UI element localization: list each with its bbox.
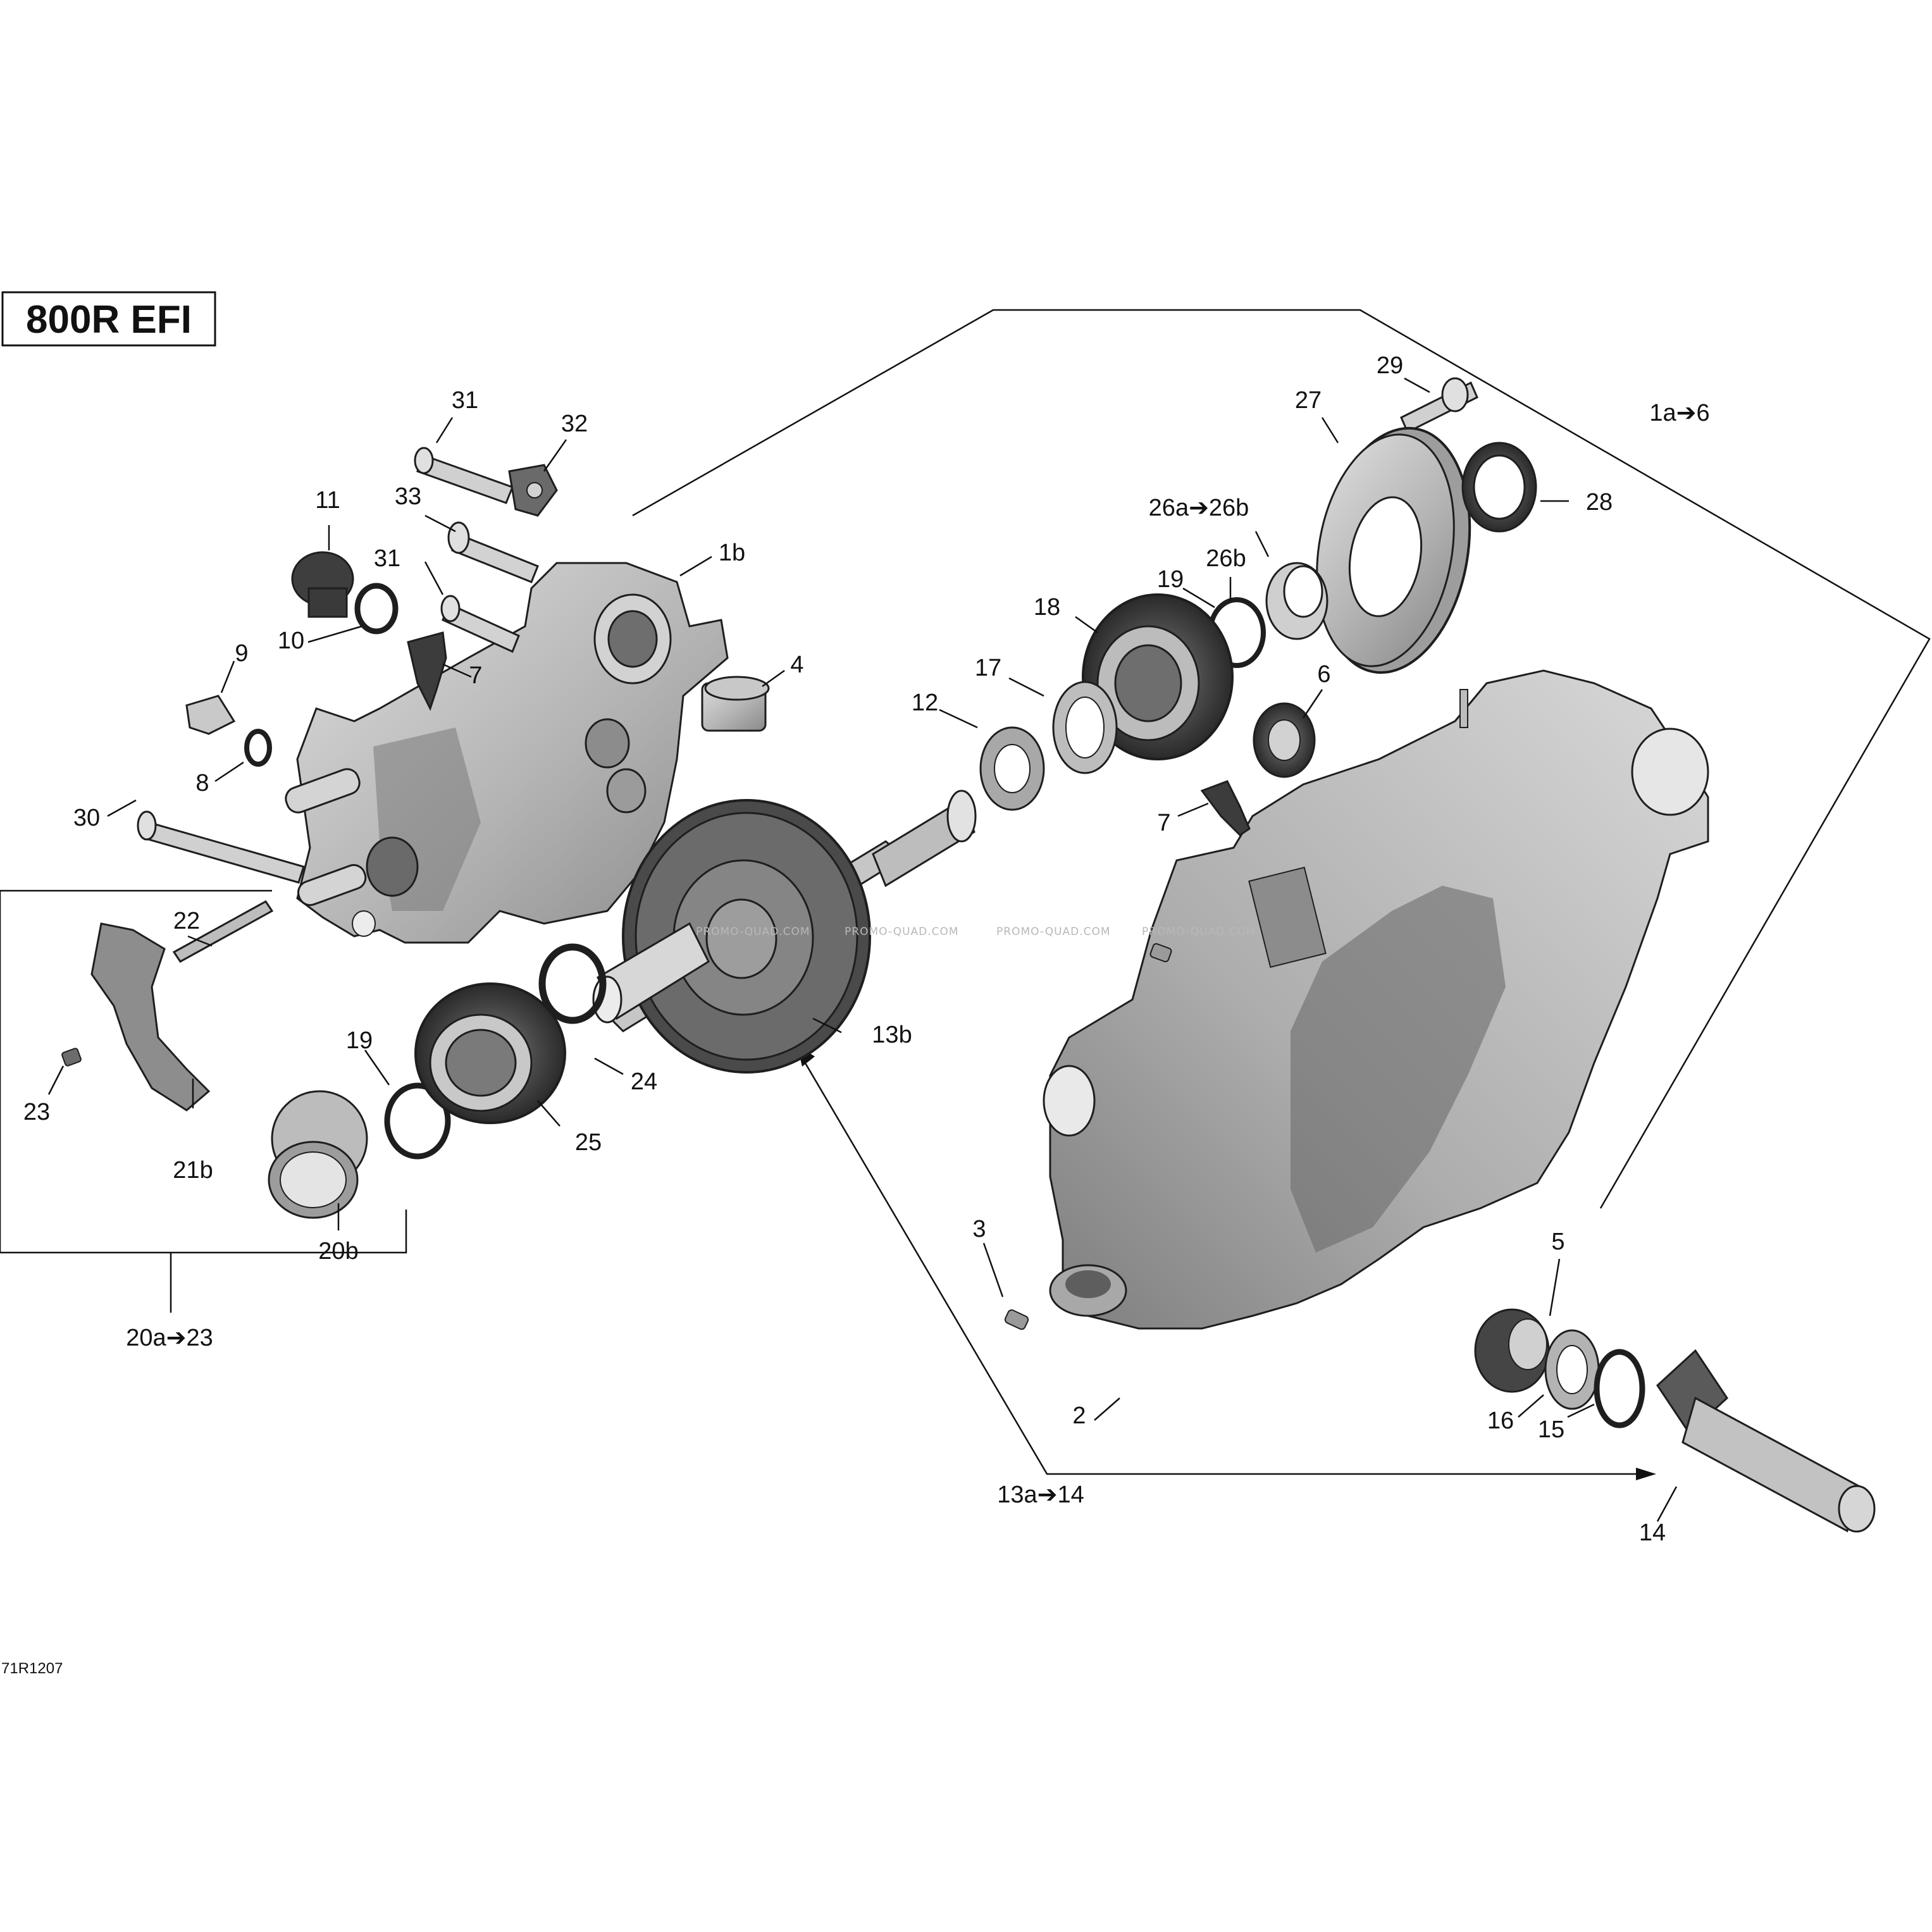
callout-29: 29 [1377, 352, 1403, 379]
left-crankcase-half [285, 562, 729, 944]
bushing-5 [1474, 1308, 1550, 1393]
pin-23 [61, 1048, 82, 1067]
callout-31-upper: 31 [452, 387, 478, 414]
callout-19-left: 19 [346, 1027, 373, 1054]
leader-lines [47, 377, 1678, 1522]
model-badge: 800R EFI [1, 291, 216, 347]
callout-26a-26b: 26a➔26b [1149, 495, 1249, 521]
callout-4: 4 [790, 652, 803, 678]
callout-7-right: 7 [1157, 810, 1170, 836]
arrowhead-14 [1636, 1468, 1656, 1480]
callout-6: 6 [1317, 661, 1330, 688]
sleeve-20b [268, 1090, 368, 1219]
callout-10: 10 [278, 628, 304, 654]
watermark-3: PROMO-QUAD.COM [996, 926, 1111, 938]
plug-9 [185, 695, 236, 735]
ring-24 [538, 943, 607, 1024]
watermark-1: PROMO-QUAD.COM [696, 926, 810, 938]
shift-fork-21b [90, 922, 211, 1112]
callout-21b: 21b [173, 1157, 213, 1184]
washer-12-hole [994, 744, 1031, 793]
shim-17-hole [1065, 697, 1105, 759]
group-bracket-13a-14 [793, 1043, 1651, 1475]
callout-24: 24 [631, 1068, 657, 1095]
callout-31-lower: 31 [374, 545, 400, 572]
group-bracket-1a-6 [632, 309, 1931, 1209]
shim-16-hole [1556, 1345, 1588, 1394]
output-shaft-gear [592, 790, 977, 1074]
bearing-18 [1082, 593, 1234, 760]
drawing-reference: 71R1207 [1, 1660, 63, 1677]
shim-15 [1594, 1349, 1645, 1428]
callout-18: 18 [1034, 594, 1060, 621]
callout-11: 11 [315, 487, 340, 514]
screw-7-right [1200, 780, 1251, 836]
callout-20a-23: 20a➔23 [126, 1325, 213, 1351]
callout-labels: 31 32 33 11 31 1b 10 7 9 4 8 30 22 23 21… [23, 352, 1710, 1546]
callout-8: 8 [195, 770, 209, 796]
callout-12: 12 [912, 690, 938, 716]
washer-8 [244, 729, 272, 767]
callout-32: 32 [561, 411, 588, 437]
callout-1b: 1b [719, 540, 745, 566]
bolt-31-upper [414, 447, 514, 504]
callout-14: 14 [1639, 1520, 1666, 1546]
seal-28 [1461, 442, 1537, 533]
callout-13b: 13b [872, 1022, 912, 1048]
long-bolt-30 [137, 810, 305, 884]
callout-25: 25 [575, 1129, 602, 1156]
callout-5: 5 [1551, 1229, 1564, 1255]
callout-16: 16 [1487, 1408, 1514, 1434]
watermark-2: PROMO-QUAD.COM [845, 926, 959, 938]
callout-19-right: 19 [1157, 566, 1184, 593]
bracket-32 [508, 464, 558, 517]
bearing-25 [414, 982, 566, 1124]
bolt-31-lower [440, 595, 520, 653]
callout-13a-14: 13a➔14 [997, 1482, 1084, 1508]
seal-6 [1253, 702, 1316, 778]
dowel-3 [1004, 1309, 1029, 1330]
bushing-4 [701, 676, 770, 732]
right-crankcase-half [1043, 669, 1709, 1330]
callout-27: 27 [1295, 387, 1322, 414]
callout-33: 33 [395, 483, 421, 510]
callout-28: 28 [1586, 489, 1613, 516]
dowel-upper [1149, 943, 1172, 963]
callout-2: 2 [1072, 1403, 1086, 1429]
callout-23: 23 [23, 1099, 50, 1125]
callout-26b: 26b [1206, 545, 1246, 572]
o-ring-10 [354, 583, 399, 635]
bolt-33 [447, 521, 539, 583]
model-badge-text: 800R EFI [26, 298, 192, 342]
callout-30: 30 [73, 805, 100, 831]
cover-plate-27 [1316, 426, 1471, 674]
callout-7-left: 7 [469, 662, 482, 689]
callout-9: 9 [235, 640, 248, 667]
screw-7-left [407, 631, 447, 711]
callout-17: 17 [975, 655, 1001, 681]
sleeve-26b [1265, 562, 1328, 640]
callout-20b: 20b [318, 1238, 358, 1265]
bolt-29 [1400, 377, 1478, 434]
pin-22 [172, 900, 274, 963]
plug-11 [291, 551, 354, 618]
callout-3: 3 [972, 1216, 986, 1242]
callout-22: 22 [173, 908, 200, 934]
group-bracket-20a-23 [0, 889, 407, 1254]
o-ring-19-left [384, 1082, 451, 1160]
pinion-shaft-14 [1656, 1349, 1876, 1533]
callout-1a-6: 1a➔6 [1649, 400, 1709, 426]
callout-15: 15 [1538, 1416, 1564, 1443]
watermark-4: PROMO-QUAD.COM [1142, 926, 1256, 938]
